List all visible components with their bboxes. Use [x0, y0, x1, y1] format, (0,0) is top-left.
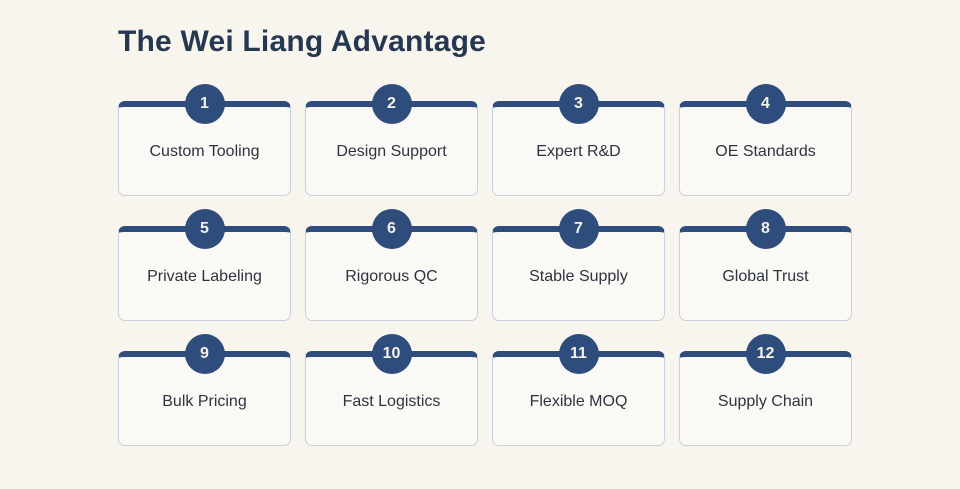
- card-label: Fast Logistics: [342, 393, 441, 410]
- advantage-card-expert-rd: 3 Expert R&D: [492, 84, 665, 196]
- advantage-card-fast-logistics: 10 Fast Logistics: [305, 334, 478, 446]
- number-badge: 2: [371, 84, 412, 124]
- number-badge: 5: [184, 209, 225, 249]
- number-badge: 12: [745, 334, 786, 374]
- advantage-card-custom-tooling: 1 Custom Tooling: [118, 84, 291, 196]
- number-badge: 4: [745, 84, 786, 124]
- card-label: Custom Tooling: [149, 143, 260, 160]
- number-badge: 3: [558, 84, 599, 124]
- advantage-card-supply-chain: 12 Supply Chain: [679, 334, 852, 446]
- number-badge: 1: [184, 84, 225, 124]
- number-badge: 6: [371, 209, 412, 249]
- card-label: Rigorous QC: [345, 268, 438, 285]
- advantage-card-private-labeling: 5 Private Labeling: [118, 209, 291, 321]
- advantage-card-stable-supply: 7 Stable Supply: [492, 209, 665, 321]
- number-badge: 10: [371, 334, 412, 374]
- card-label: Supply Chain: [717, 393, 814, 410]
- number-badge: 11: [558, 334, 599, 374]
- number-badge: 9: [184, 334, 225, 374]
- card-label: Expert R&D: [536, 143, 621, 160]
- number-badge: 7: [558, 209, 599, 249]
- advantage-card-design-support: 2 Design Support: [305, 84, 478, 196]
- advantage-card-rigorous-qc: 6 Rigorous QC: [305, 209, 478, 321]
- card-label: OE Standards: [715, 143, 816, 160]
- card-label: Bulk Pricing: [162, 393, 247, 410]
- number-badge: 8: [745, 209, 786, 249]
- advantage-card-flexible-moq: 11 Flexible MOQ: [492, 334, 665, 446]
- advantage-card-global-trust: 8 Global Trust: [679, 209, 852, 321]
- page-content: The Wei Liang Advantage 1 Custom Tooling…: [118, 25, 960, 446]
- page-title: The Wei Liang Advantage: [118, 25, 486, 58]
- card-label: Global Trust: [722, 268, 809, 285]
- card-label: Flexible MOQ: [529, 393, 628, 410]
- advantage-card-oe-standards: 4 OE Standards: [679, 84, 852, 196]
- card-label: Design Support: [336, 143, 447, 160]
- advantage-card-bulk-pricing: 9 Bulk Pricing: [118, 334, 291, 446]
- card-label: Stable Supply: [529, 268, 628, 285]
- card-label: Private Labeling: [147, 268, 262, 285]
- advantage-grid: 1 Custom Tooling 2 Design Support 3 Expe…: [118, 84, 960, 446]
